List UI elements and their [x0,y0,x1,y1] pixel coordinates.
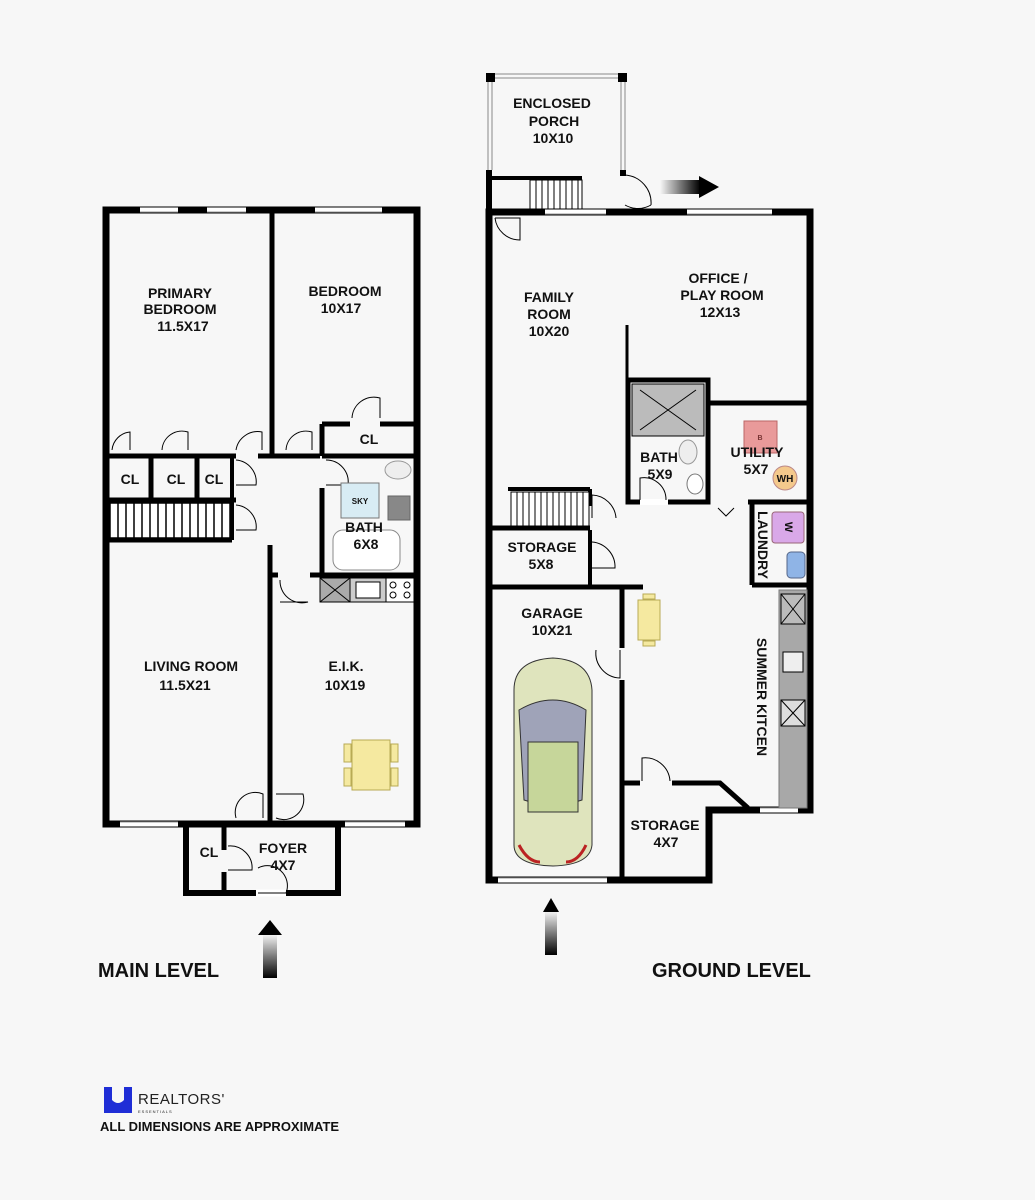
room-dims: 4X7 [654,834,679,850]
car-icon [513,657,593,867]
room-label: OFFICE / [688,270,747,286]
stove-icon [385,577,415,603]
room-label: FOYER [259,840,307,856]
bathtub-icon [332,529,401,571]
sink-icon [686,473,704,495]
room-label: CL [167,471,186,487]
dryer-icon [786,551,806,579]
ground-level-labels: ENCLOSED PORCH 10X10 FAMILY ROOM 10X20 O… [508,95,811,982]
toilet-icon [678,439,698,465]
room-dims: 10X10 [533,130,574,146]
window-icon [120,207,405,827]
room-label: ENCLOSED [513,95,591,111]
room-label: PLAY ROOM [680,287,763,303]
room-label: CL [121,471,140,487]
porch-windows [487,73,626,170]
outer-wall [102,206,421,828]
room-dims: 11.5X17 [157,318,209,334]
room-label: PORCH [529,113,580,129]
room-label: BATH [640,449,678,465]
boiler-icon [743,420,778,454]
table-icon [637,593,661,647]
sink-icon [782,651,804,673]
door-icon [111,396,381,821]
room-dims: 11.5X21 [159,677,211,693]
room-dims: 5X9 [648,466,673,482]
room-label: E.I.K. [328,658,363,674]
washer-icon [771,511,805,544]
disclaimer: ALL DIMENSIONS ARE APPROXIMATE [100,1119,340,1134]
room-label: GARAGE [521,605,582,621]
main-level-labels: PRIMARY BEDROOM 11.5X17 BEDROOM 10X17 CL… [98,283,383,982]
room-label: CL [205,471,224,487]
room-label: FAMILY [524,289,575,305]
toilet-icon [384,460,412,480]
entry-arrow-icon [258,920,282,935]
room-dims: 5X8 [529,556,554,572]
room-label: ROOM [527,306,571,322]
skylight-icon [340,482,380,519]
main-level-plan [102,206,421,978]
room-dims: 4X7 [271,857,296,873]
room-label: LAUNDRY [755,511,771,580]
garage-arrow-icon [543,898,559,912]
washer-label: W [782,522,794,533]
room-label: LIVING ROOM [144,658,238,674]
room-dims: 10X17 [321,300,362,316]
level-title: GROUND LEVEL [652,960,811,982]
room-label: UTILITY [731,444,785,460]
ground-level-plan [485,73,814,955]
brand-name: REALTORS' [138,1091,225,1108]
room-label: STORAGE [631,817,700,833]
stairs-icon [109,502,231,539]
room-label: CL [360,431,379,447]
dining-table-icon [343,739,399,791]
level-title: MAIN LEVEL [98,960,219,982]
room-dims: 10X19 [325,677,366,693]
brand-sub: ESSENTIALS [138,1109,173,1114]
skylight-label: SKY [352,497,369,506]
room-label: STORAGE [508,539,577,555]
room-label: BATH [345,519,383,535]
room-label: PRIMARY [148,285,213,301]
porch-arrow-icon [660,180,700,194]
boiler-label: B [757,435,762,442]
stairs-icon [529,179,583,211]
room-dims: 12X13 [700,304,741,320]
room-dims: 10X21 [532,622,573,638]
room-label: BEDROOM [143,301,216,317]
room-dims: 6X8 [354,536,379,552]
room-label: SUMMER KITCEN [754,638,770,756]
stairs-icon [510,491,590,527]
room-dims: 5X7 [744,461,769,477]
water-heater-label: WH [777,474,794,485]
room-label: BEDROOM [308,283,381,299]
counter-icon [778,589,808,809]
sink-icon [387,495,411,521]
room-dims: 10X20 [529,323,570,339]
water-heater-icon [772,465,798,491]
brand-logo: REALTORS' ESSENTIALS [104,1087,225,1114]
room-label: CL [200,844,219,860]
